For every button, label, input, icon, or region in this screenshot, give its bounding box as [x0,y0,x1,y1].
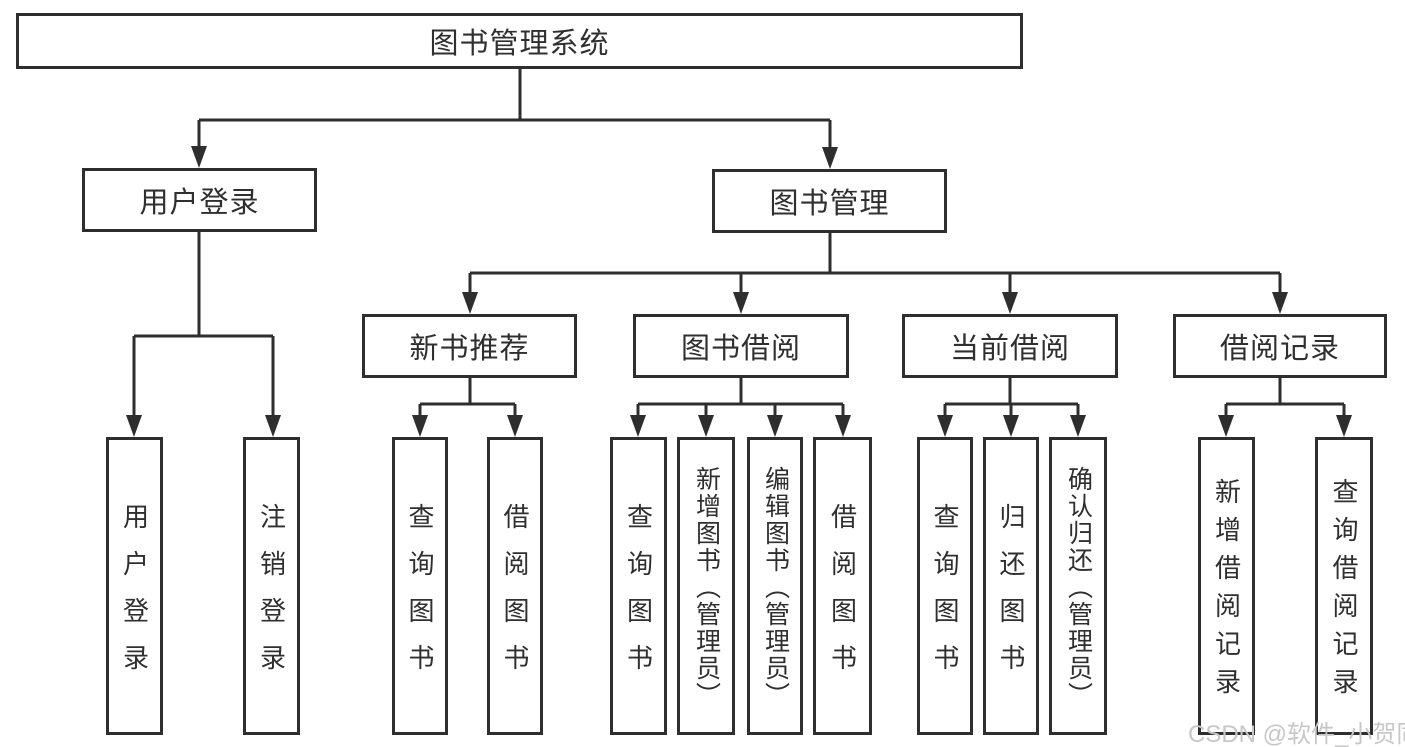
arrowheads [126,146,1352,437]
node-book-management-label: 图书管理 [769,188,890,220]
node-book-borrowing-label: 图书借阅 [680,333,801,365]
leaf-borrowing-query-books-label: 查询图书 [623,502,654,691]
node-borrowing-records-label: 借阅记录 [1219,333,1340,365]
node-new-book-recommendation: 新书推荐 [362,314,577,378]
leaf-return-books: 归还图书 [983,437,1039,735]
leaf-query-borrow-record: 查询借阅记录 [1315,437,1373,735]
csdn-watermark: CSDN @软件_小贺同学 [1188,721,1405,747]
leaf-recommend-borrow-books: 借阅图书 [487,437,543,735]
leaf-edit-books-admin-label: 编辑图书（管理员） [761,465,790,709]
node-user-login: 用户登录 [82,168,317,232]
node-borrowing-records: 借阅记录 [1173,314,1387,378]
node-book-borrowing: 图书借阅 [633,314,849,378]
leaf-confirm-return-admin: 确认归还（管理员） [1049,437,1107,735]
leaf-confirm-return-admin-label: 确认归还（管理员） [1064,465,1093,709]
leaf-logout-label: 注销登录 [256,502,287,691]
leaf-recommend-query-books: 查询图书 [392,437,448,735]
node-current-borrowing: 当前借阅 [902,314,1118,378]
leaf-recommend-query-books-label: 查询图书 [405,502,435,691]
leaf-borrowing-borrow-books: 借阅图书 [813,437,872,735]
leaf-edit-books-admin: 编辑图书（管理员） [747,437,803,735]
node-new-book-recommendation-label: 新书推荐 [409,333,530,365]
leaf-add-books-admin-label: 新增图书（管理员） [692,465,721,709]
node-root: 图书管理系统 [16,13,1023,69]
node-book-management: 图书管理 [712,169,947,233]
node-root-label: 图书管理系统 [429,28,610,60]
node-user-login-label: 用户登录 [139,187,260,219]
leaf-return-books-label: 归还图书 [996,502,1026,691]
leaf-recommend-borrow-books-label: 借阅图书 [500,502,530,691]
leaf-logout: 注销登录 [243,437,300,735]
leaf-borrowing-query-books: 查询图书 [610,437,667,735]
leaf-borrowing-borrow-books-label: 借阅图书 [827,502,858,691]
leaf-add-borrow-record-label: 新增借阅记录 [1211,478,1242,706]
leaf-user-login: 用户登录 [106,437,163,735]
leaf-add-books-admin: 新增图书（管理员） [677,437,735,735]
leaf-query-borrow-record-label: 查询借阅记录 [1329,478,1359,706]
leaf-current-query-books-label: 查询图书 [930,502,960,691]
node-current-borrowing-label: 当前借阅 [949,333,1070,365]
leaf-user-login-label: 用户登录 [119,502,150,691]
leaf-add-borrow-record: 新增借阅记录 [1198,437,1255,735]
leaf-current-query-books: 查询图书 [917,437,973,735]
